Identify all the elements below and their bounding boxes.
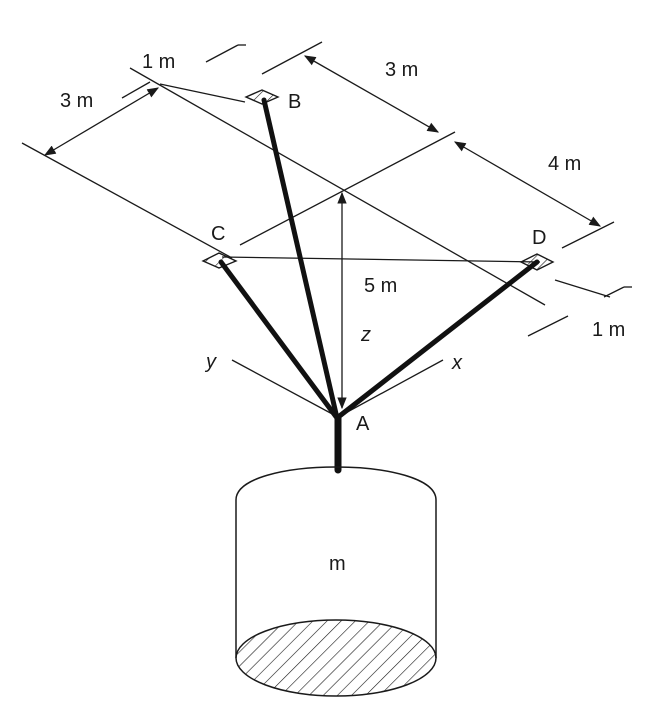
- dim-extension-tr: [261, 41, 323, 75]
- label-dim-4m: 4 m: [548, 153, 581, 175]
- label-point-b: B: [288, 91, 301, 113]
- dim-line-1m-top: [159, 83, 246, 103]
- cable-ad: [334, 259, 540, 421]
- ceiling-line-cross: [239, 131, 456, 246]
- label-axis-z: z: [360, 324, 371, 346]
- axis-y: [231, 359, 337, 417]
- dim-line-1m-bottom: [554, 279, 611, 298]
- label-dim-5m: 5 m: [364, 275, 397, 297]
- dim-extension-br1: [527, 315, 569, 337]
- label-dim-3m-top: 3 m: [385, 59, 418, 81]
- label-point-c: C: [211, 223, 225, 245]
- label-dim-1m-top: 1 m: [142, 51, 175, 73]
- label-dim-3m-left: 3 m: [60, 90, 93, 112]
- ceiling-line-cd: [221, 256, 541, 263]
- dim-extension-1: [205, 44, 239, 63]
- axis-x: [339, 359, 444, 417]
- dim-line-3m-top: [303, 55, 440, 133]
- label-dim-1m-bottom: 1 m: [592, 319, 625, 341]
- label-axis-y: y: [204, 351, 217, 373]
- anchor-plate-b: [244, 89, 280, 105]
- cylinder-mass: [235, 466, 437, 697]
- dim-line-3m-left: [43, 87, 160, 156]
- cable-ab: [261, 97, 340, 421]
- label-mass: m: [329, 553, 346, 575]
- ceiling-line-main: [129, 67, 546, 306]
- cable-ac: [218, 259, 340, 421]
- dim-extension-br2: [603, 286, 625, 298]
- dim-line-4m: [453, 141, 602, 227]
- label-point-a: A: [356, 413, 370, 435]
- dim-extension-left: [21, 142, 233, 259]
- label-point-d: D: [532, 227, 546, 249]
- label-axis-x: x: [451, 352, 463, 374]
- dim-extension-r: [561, 221, 615, 249]
